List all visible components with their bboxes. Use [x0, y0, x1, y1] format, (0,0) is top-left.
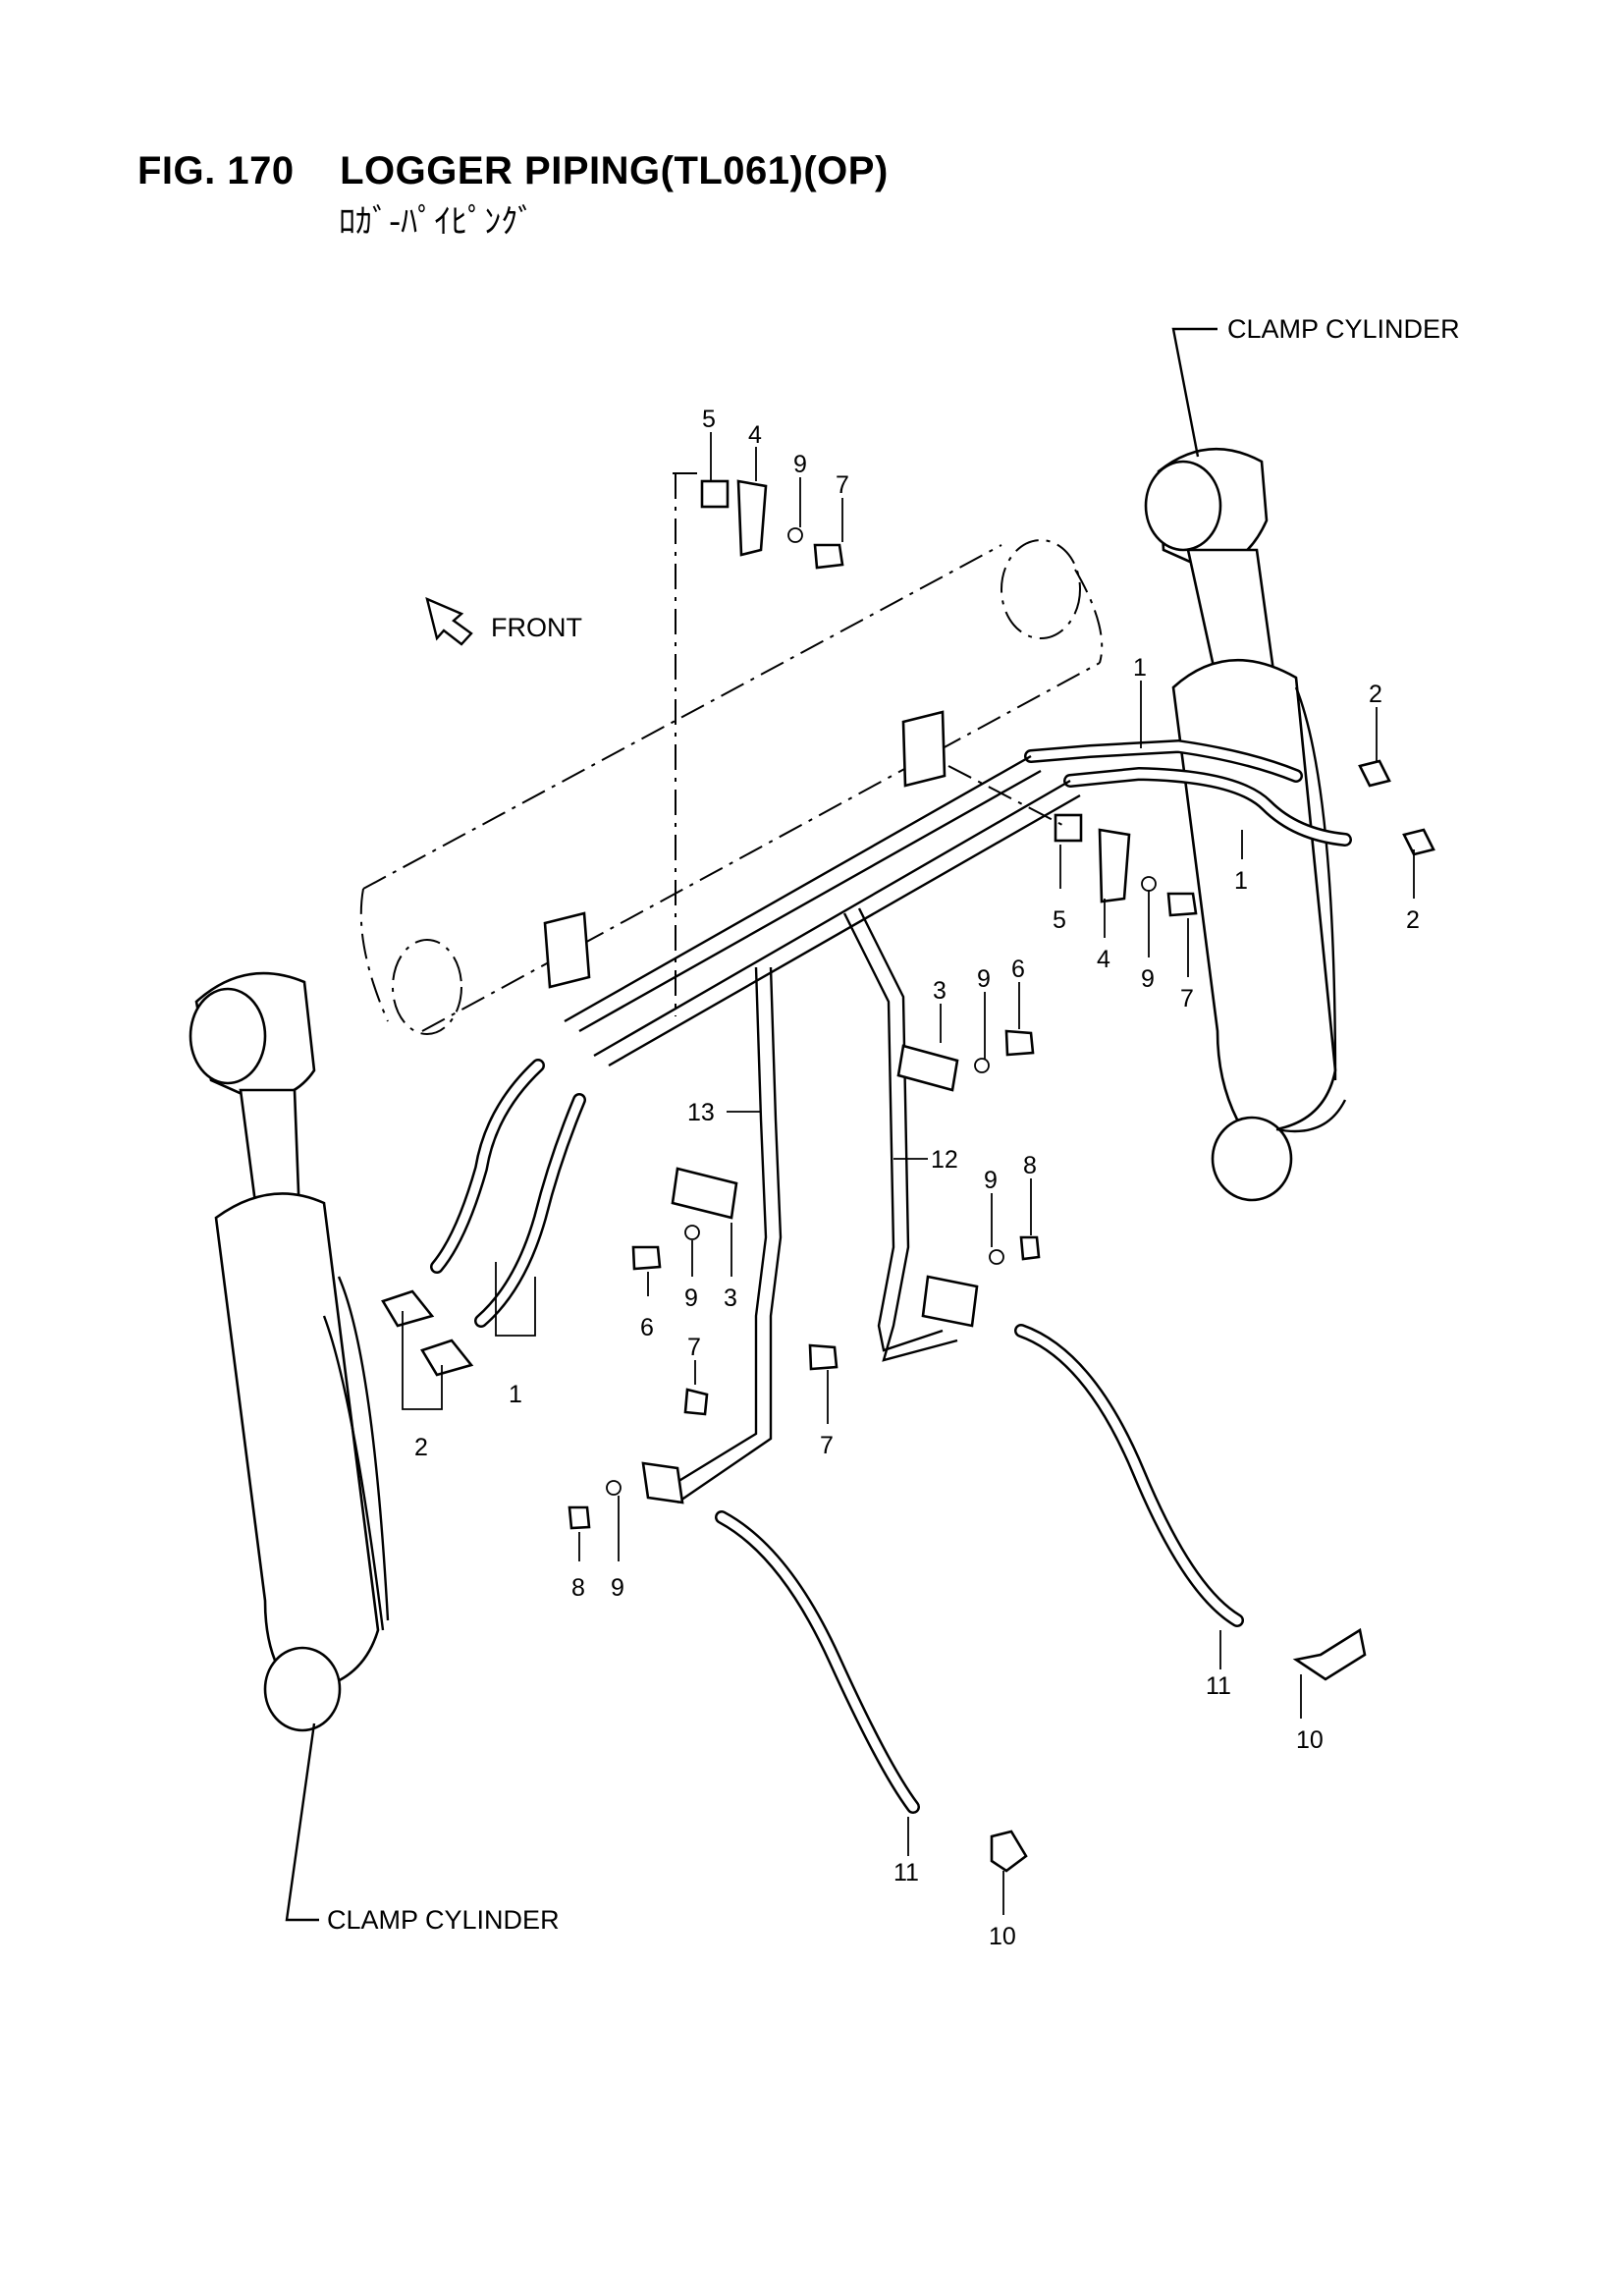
callout-11: 11 — [893, 1859, 919, 1886]
callout-9: 9 — [1141, 965, 1155, 993]
callout-8: 8 — [1023, 1152, 1037, 1179]
callout-6: 6 — [1011, 956, 1025, 983]
callout-2: 2 — [1369, 681, 1382, 708]
front-arrow-icon — [425, 596, 473, 646]
callout-7: 7 — [1180, 985, 1194, 1012]
callout-4: 4 — [1097, 946, 1110, 973]
callout-3: 3 — [724, 1285, 737, 1312]
callout-12: 12 — [931, 1146, 958, 1174]
callout-10: 10 — [1296, 1726, 1324, 1754]
callout-7: 7 — [820, 1432, 834, 1459]
left-clamp-cylinder — [189, 971, 390, 1732]
clamp-cylinder-label-top: CLAMP CYLINDER — [1227, 314, 1460, 344]
callout-4: 4 — [748, 421, 762, 449]
callout-9: 9 — [793, 451, 807, 478]
callout-8: 8 — [571, 1574, 585, 1602]
callout-1: 1 — [509, 1381, 522, 1408]
right-clamp-cylinder — [1144, 447, 1347, 1202]
hose-11-right — [1014, 1324, 1244, 1627]
callout-6: 6 — [640, 1314, 654, 1341]
pipe-assembly-1 — [430, 738, 1352, 1328]
callout-5: 5 — [702, 406, 716, 433]
figure-subtitle: ﾛｶﾞ-ﾊﾟｲﾋﾟﾝｸﾞ — [339, 202, 535, 242]
pipe-12 — [842, 907, 958, 1362]
boom-phantom — [359, 539, 1104, 1035]
callout-numbers: 5 4 9 7 1 2 1 2 5 4 9 7 3 9 6 13 12 9 8 … — [414, 406, 1420, 1950]
small-parts — [381, 479, 1435, 1873]
pipe-13 — [667, 966, 783, 1503]
callout-10: 10 — [989, 1923, 1016, 1950]
clamp-cylinder-label-bottom: CLAMP CYLINDER — [327, 1905, 560, 1935]
callout-2: 2 — [414, 1434, 428, 1461]
callout-9: 9 — [984, 1167, 998, 1194]
front-label: FRONT — [491, 613, 582, 642]
callout-7: 7 — [836, 471, 849, 499]
callout-1: 1 — [1234, 867, 1248, 895]
figure-title: FIG. 170 LOGGER PIPING(TL061)(OP) — [137, 149, 889, 192]
callout-13: 13 — [687, 1099, 715, 1126]
callout-3: 3 — [933, 977, 947, 1005]
callout-9: 9 — [684, 1285, 698, 1312]
callout-9: 9 — [611, 1574, 624, 1602]
callout-5: 5 — [1053, 906, 1066, 934]
callout-9: 9 — [977, 965, 991, 993]
callout-1: 1 — [1133, 654, 1147, 682]
callout-11: 11 — [1206, 1672, 1231, 1700]
callout-leaders — [402, 432, 1415, 1915]
hose-11-lower — [715, 1510, 920, 1814]
callout-2: 2 — [1406, 906, 1420, 934]
callout-7: 7 — [687, 1334, 701, 1361]
